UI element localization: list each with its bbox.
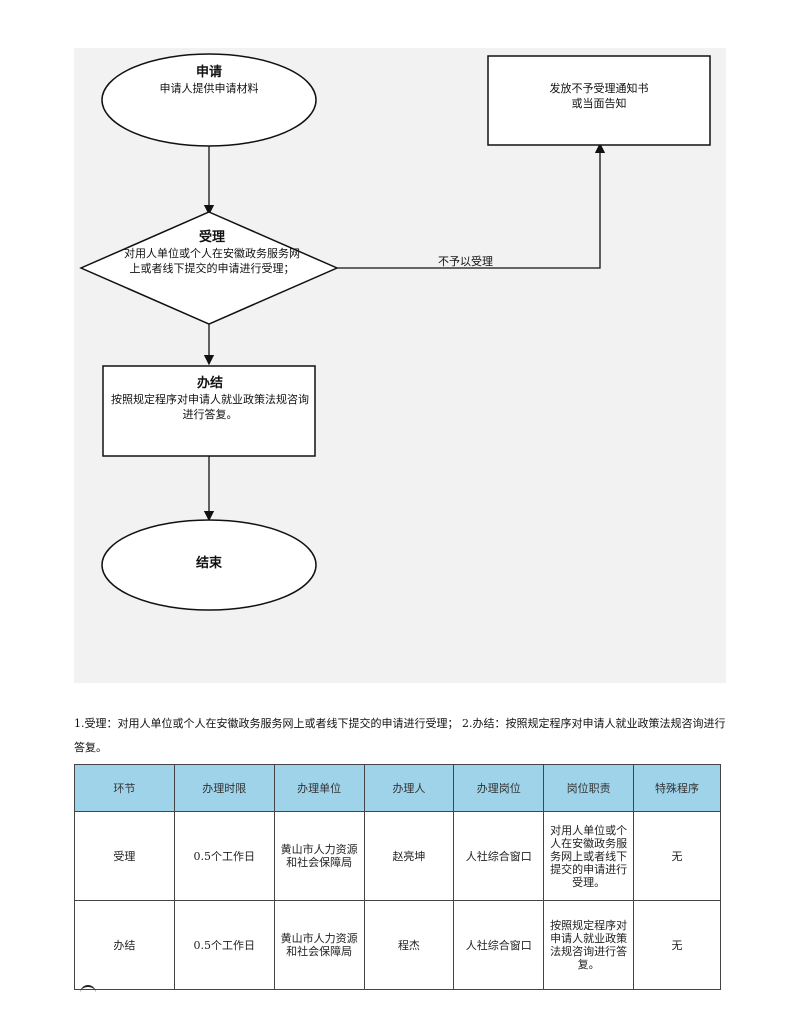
flowchart-panel: 申请 申请人提供申请材料 受理 对用人单位或个人在安徽政务服务网上或者线下提交的… — [74, 48, 726, 683]
end-node-title: 结束 — [195, 556, 222, 571]
header-unit: 办理单位 — [273, 764, 365, 812]
header-special: 特殊程序 — [633, 764, 721, 812]
end-node-shape — [101, 519, 317, 611]
reject-edge-label: 不予以受理 — [438, 255, 493, 268]
cell-duty: 对用人单位或个人在安徽政务服务网上或者线下提交的申请进行受理。 — [543, 811, 635, 901]
header-stage: 环节 — [74, 764, 175, 812]
cell-duty: 按照规定程序对申请人就业政策法规咨询进行答复。 — [543, 900, 635, 990]
cell-unit: 黄山市人力资源和社会保障局 — [273, 900, 365, 990]
header-handler: 办理人 — [363, 764, 455, 812]
apply-node-title: 申请 — [195, 65, 222, 80]
reject-node-shape — [487, 55, 711, 146]
apply-node-body: 申请人提供申请材料 — [159, 82, 259, 95]
table-header-row: 环节 办理时限 办理单位 办理人 办理岗位 岗位职责 特殊程序 — [74, 764, 721, 812]
page-edge-mark — [80, 985, 96, 995]
accept-node-title: 受理 — [198, 230, 225, 245]
header-time-limit: 办理时限 — [173, 764, 275, 812]
cell-special: 无 — [633, 900, 721, 990]
accept-node-body: 对用人单位或个人在安徽政务服务网上或者线下提交的申请进行受理； — [124, 247, 300, 275]
edge-accept-to-reject — [337, 142, 606, 269]
apply-node-text: 申请 申请人提供申请材料 — [109, 64, 309, 96]
cell-special: 无 — [633, 811, 721, 901]
end-node-text: 结束 — [109, 555, 309, 572]
cell-time-limit: 0.5个工作日 — [173, 900, 275, 990]
cell-time-limit: 0.5个工作日 — [173, 811, 275, 901]
cell-post: 人社综合窗口 — [453, 900, 545, 990]
header-duty: 岗位职责 — [543, 764, 635, 812]
reject-node-text: 发放不予受理通知书 或当面告知 — [488, 81, 710, 111]
table-row: 受理 0.5个工作日 黄山市人力资源和社会保障局 赵亮坤 人社综合窗口 对用人单… — [74, 811, 721, 901]
finish-node-text: 办结 按照规定程序对申请人就业政策法规咨询进行答复。 — [108, 375, 312, 422]
header-post: 办理岗位 — [453, 764, 545, 812]
finish-node-body: 按照规定程序对申请人就业政策法规咨询进行答复。 — [111, 393, 309, 421]
cell-handler: 赵亮坤 — [363, 811, 455, 901]
cell-unit: 黄山市人力资源和社会保障局 — [273, 811, 365, 901]
process-table: 环节 办理时限 办理单位 办理人 办理岗位 岗位职责 特殊程序 受理 0.5个工… — [74, 764, 721, 990]
finish-node-title: 办结 — [196, 376, 223, 391]
reject-node-line1: 发放不予受理通知书 — [549, 82, 649, 95]
flowchart-svg — [79, 53, 711, 611]
cell-handler: 程杰 — [363, 900, 455, 990]
reject-node-line2: 或当面告知 — [571, 97, 627, 110]
process-description: 1.受理：对用人单位或个人在安徽政务服务网上或者线下提交的申请进行受理； 2.办… — [74, 717, 726, 754]
table-row: 办结 0.5个工作日 黄山市人力资源和社会保障局 程杰 人社综合窗口 按照规定程… — [74, 900, 721, 990]
cell-post: 人社综合窗口 — [453, 811, 545, 901]
cell-stage: 受理 — [74, 811, 175, 901]
accept-node-text: 受理 对用人单位或个人在安徽政务服务网上或者线下提交的申请进行受理； — [124, 229, 300, 276]
cell-stage: 办结 — [74, 900, 175, 990]
finish-node-shape — [102, 365, 316, 457]
